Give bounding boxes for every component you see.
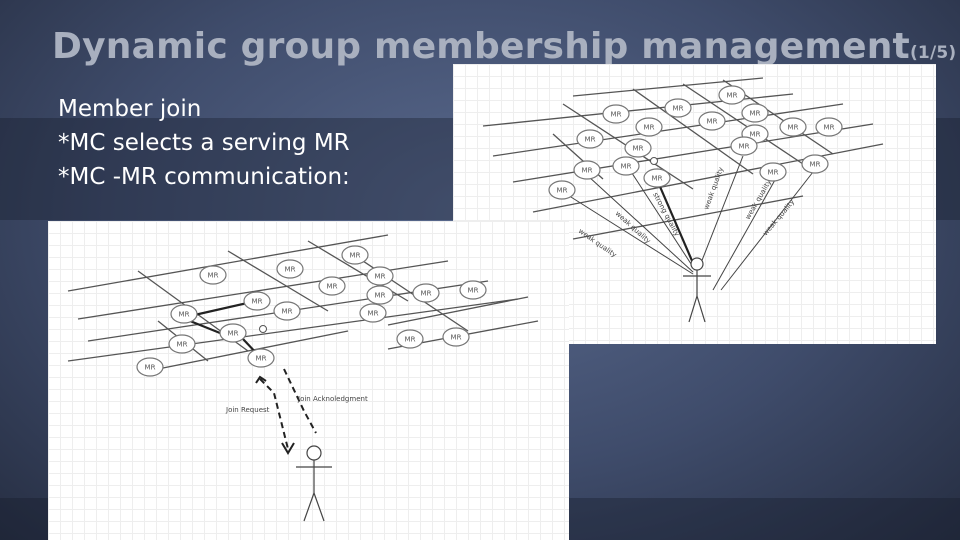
- mr-node-ellipse: [366, 266, 394, 286]
- mr-node-label: MR: [557, 187, 568, 195]
- quality-links: [562, 155, 814, 291]
- mr-node-label: MR: [421, 290, 432, 298]
- mesh-grid-lines: [67, 234, 539, 372]
- mr-node-label: MR: [350, 252, 361, 260]
- mr-node-ellipse: [276, 259, 304, 279]
- link-label: weak quality: [744, 178, 773, 221]
- mr-node-label: MR: [208, 272, 219, 280]
- mr-nodes: MR MR MR MR MR MR MR MR MR MR MR MR MR MR MR MR MR MR: [136, 245, 487, 377]
- diagram-link-quality-svg: weak quality weak quality strong quality…: [482, 77, 884, 323]
- mr-node-label: MR: [468, 287, 479, 295]
- mr-node-ellipse: [576, 129, 604, 149]
- mr-node-ellipse: [698, 111, 726, 131]
- diagram-join-process-svg: MR MR MR MR MR MR MR MR MR MR MR MR MR MR MR MR MR MR Joi…: [67, 234, 539, 522]
- mr-node-ellipse: [359, 303, 387, 323]
- mr-node-ellipse: [779, 117, 807, 137]
- mr-node-ellipse: [459, 280, 487, 300]
- mr-node-ellipse: [341, 245, 369, 265]
- bullet-item: Member join: [58, 96, 202, 122]
- mr-node-label: MR: [179, 311, 190, 319]
- mr-node-ellipse: [759, 162, 787, 182]
- mr-node-ellipse: [243, 291, 271, 311]
- member-figure: [683, 257, 711, 323]
- mr-node-ellipse: [624, 138, 652, 158]
- mr-node-ellipse: [412, 283, 440, 303]
- bullet-item: *MC selects a serving MR: [58, 130, 350, 156]
- member-figure: [296, 445, 332, 522]
- mr-node-label: MR: [621, 163, 632, 171]
- mr-node-ellipse: [318, 276, 346, 296]
- mr-node-ellipse: [612, 156, 640, 176]
- mr-node-label: MR: [750, 131, 761, 139]
- slide-title: Dynamic group membership management(1/5): [52, 26, 956, 67]
- mr-node-label: MR: [405, 336, 416, 344]
- bullet-list: Member join *MC selects a serving MR *MC…: [58, 92, 350, 194]
- mr-node-label: MR: [707, 118, 718, 126]
- mr-node-ellipse: [801, 154, 829, 174]
- bullet-item: *MC -MR communication:: [58, 164, 350, 190]
- mr-node-label: MR: [727, 92, 738, 100]
- slide-title-suffix: (1/5): [909, 43, 957, 63]
- mr-node-label: MR: [673, 105, 684, 113]
- mr-node-label: MR: [644, 124, 655, 132]
- mr-node-ellipse: [442, 327, 470, 347]
- mr-node-ellipse: [643, 168, 671, 188]
- mr-node-label: MR: [633, 145, 644, 153]
- mr-node-ellipse: [396, 329, 424, 349]
- join-arrows: [259, 368, 317, 450]
- mr-node-ellipse: [602, 104, 630, 124]
- mr-node-ellipse: [366, 285, 394, 305]
- mr-node-label: MR: [788, 124, 799, 132]
- mr-node-label: MR: [750, 110, 761, 118]
- mr-node-ellipse: [548, 180, 576, 200]
- mr-node-label: MR: [285, 266, 296, 274]
- mr-node-ellipse: [170, 304, 198, 324]
- mr-node-ellipse: [573, 160, 601, 180]
- mr-node-label: MR: [451, 334, 462, 342]
- mr-node-ellipse: [219, 323, 247, 343]
- mr-node-label: MR: [810, 161, 821, 169]
- mr-node-ellipse: [664, 98, 692, 118]
- link-label: weak quality: [702, 166, 725, 211]
- mr-node-ellipse: [718, 85, 746, 105]
- mr-node-ellipse: [741, 103, 769, 123]
- small-node: [650, 157, 658, 165]
- mr-node-label: MR: [145, 364, 156, 372]
- mr-node-ellipse: [273, 301, 301, 321]
- mr-node-label: MR: [252, 298, 263, 306]
- mr-node-label: MR: [256, 355, 267, 363]
- diagram-join-process: MR MR MR MR MR MR MR MR MR MR MR MR MR MR MR MR MR MR Joi…: [48, 221, 569, 540]
- mr-node-ellipse: [635, 117, 663, 137]
- slide-title-text: Dynamic group membership management: [52, 26, 910, 67]
- mr-node-ellipse: [247, 348, 275, 368]
- link-quality-labels: weak quality weak quality strong quality…: [577, 166, 796, 259]
- mr-node-label: MR: [368, 310, 379, 318]
- mr-node-label: MR: [652, 175, 663, 183]
- mr-node-label: MR: [327, 283, 338, 291]
- mr-node-label: MR: [739, 143, 750, 151]
- mr-node-ellipse: [730, 136, 758, 156]
- arrow-heads: [255, 375, 295, 455]
- mr-node-label: MR: [375, 273, 386, 281]
- link-label: weak quality: [761, 198, 796, 237]
- mr-node-label: MR: [228, 330, 239, 338]
- mr-node-ellipse: [815, 117, 843, 137]
- mr-node-label: MR: [582, 167, 593, 175]
- strong-link: [656, 181, 698, 271]
- mr-node-ellipse: [199, 265, 227, 285]
- small-node: [259, 325, 267, 333]
- mr-node-label: MR: [177, 341, 188, 349]
- mr-node-label: MR: [824, 124, 835, 132]
- mr-node-label: MR: [768, 169, 779, 177]
- mr-node-label: MR: [585, 136, 596, 144]
- join-ack-label: Join Acknoledgment: [297, 395, 368, 403]
- join-request-label: Join Request: [225, 406, 270, 414]
- mr-node-label: MR: [282, 308, 293, 316]
- mr-node-ellipse: [168, 334, 196, 354]
- mr-node-ellipse: [136, 357, 164, 377]
- mr-node-label: MR: [611, 111, 622, 119]
- mr-node-label: MR: [375, 292, 386, 300]
